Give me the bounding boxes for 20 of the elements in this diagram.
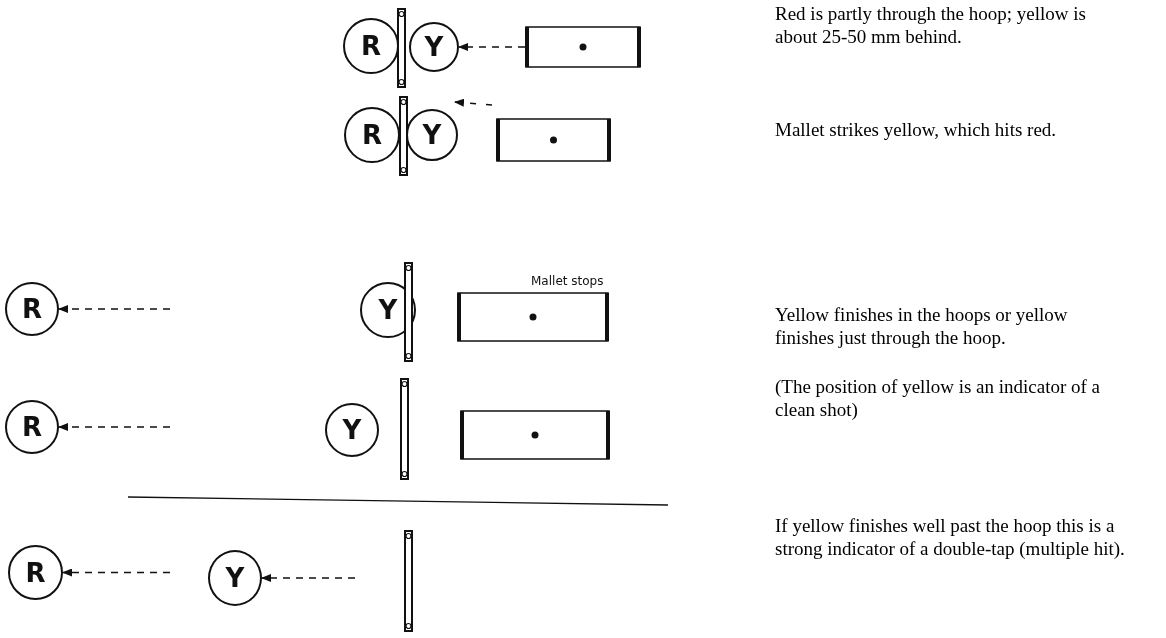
ball: R [8, 545, 63, 600]
ball: R [5, 400, 59, 454]
arrow [458, 43, 526, 51]
arrow [261, 574, 356, 582]
ball: Y [208, 550, 262, 606]
note-text: If yellow finishes well past the hoop this is a strong indicator of a double-tap (multiple hit). [775, 514, 1126, 560]
note-text: Yellow finishes in the hoops or yellow finishes just through the hoop. [775, 303, 1069, 349]
ball: Y [409, 22, 459, 72]
note-text: (The position of yellow is an indicator of a clean shot) [775, 375, 1102, 421]
ball: R [343, 18, 399, 74]
arrow [62, 568, 171, 577]
ball: Y [406, 109, 458, 161]
ball: R [5, 282, 59, 336]
note-text: Mallet strikes yellow, which hits red. [775, 118, 1058, 141]
arrow [58, 305, 171, 313]
note-text: Red is partly through the hoop; yellow is about 25-50 mm behind. [775, 2, 1087, 48]
ball: Y [325, 403, 379, 457]
node-label: Mallet stops [531, 274, 604, 288]
ball: R [344, 107, 400, 163]
arrow [58, 423, 171, 431]
